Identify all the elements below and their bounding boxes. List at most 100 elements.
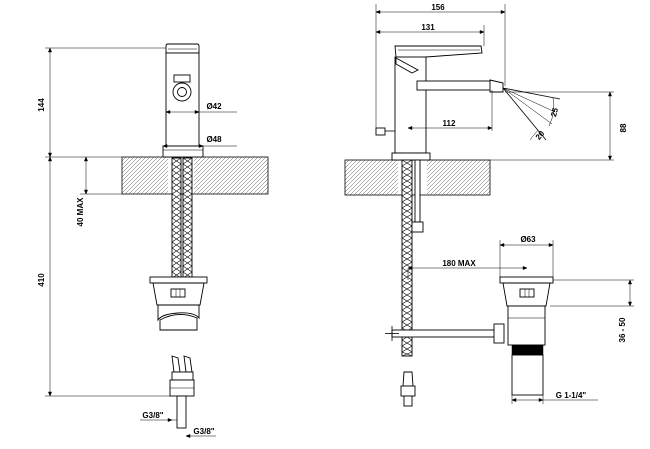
arrowhead xyxy=(48,156,52,162)
braid-line xyxy=(171,223,182,231)
hatch-line xyxy=(260,186,269,195)
braid-line xyxy=(401,171,413,179)
arrowhead xyxy=(628,279,632,285)
braid-line xyxy=(182,187,193,195)
waste-slot xyxy=(170,288,186,298)
popup-knob xyxy=(375,127,386,136)
side-view: 156 131 25 20 88 112 xyxy=(344,3,634,407)
braid-line xyxy=(171,187,182,195)
hose-outline xyxy=(182,157,193,279)
dimension-144-label: 144 xyxy=(37,98,46,112)
hatch-line xyxy=(357,159,394,196)
hatch-line xyxy=(365,159,402,196)
braid-line xyxy=(171,229,182,237)
braid-line xyxy=(182,217,193,225)
braid-line xyxy=(182,175,193,183)
hatch-line xyxy=(344,159,366,181)
thread-left-label: G3/8" xyxy=(142,411,163,420)
hatch-line xyxy=(121,156,159,194)
hatch-line xyxy=(425,159,462,196)
braid-line xyxy=(401,189,413,197)
braid-line xyxy=(401,183,413,191)
braid-line xyxy=(401,261,413,269)
hatch-line xyxy=(121,156,151,186)
arrowhead xyxy=(375,10,381,14)
hose-outline xyxy=(401,159,413,357)
base-flange-front xyxy=(162,145,204,158)
arrowhead xyxy=(407,266,413,270)
braided-hose-side xyxy=(401,159,413,357)
hatch-line xyxy=(344,159,362,177)
waste-thread-band xyxy=(511,344,544,356)
braid-line xyxy=(171,157,182,165)
dimension-36-50-label: 36 - 50 xyxy=(618,317,627,342)
braid-line xyxy=(401,297,413,305)
braid-line xyxy=(171,265,182,273)
braid-line xyxy=(401,279,413,287)
braid-line xyxy=(182,205,193,213)
dimension-156-label: 156 xyxy=(431,3,445,12)
hatch-line xyxy=(240,166,269,195)
arrowhead xyxy=(608,155,612,161)
front-view: 144 410 40 MAX Ø42 Ø48 xyxy=(37,43,269,438)
waste-tail-front xyxy=(159,314,198,331)
hatch-line xyxy=(461,166,491,196)
hatch-line xyxy=(457,162,491,196)
arrowhead xyxy=(608,91,612,97)
connector-nut xyxy=(400,385,416,397)
braid-line xyxy=(401,351,413,357)
hatch-line xyxy=(429,159,466,196)
hatch-line xyxy=(349,159,386,196)
hatch-line xyxy=(344,159,350,165)
hatch-line xyxy=(196,156,235,195)
braid-line xyxy=(171,259,182,267)
braid-line xyxy=(401,237,413,245)
dimension-40max-label: 40 MAX xyxy=(76,197,85,227)
braided-hoses-front xyxy=(171,157,193,279)
lift-rod xyxy=(391,329,501,338)
angle-25-label: 25 xyxy=(549,106,560,117)
hatch-line xyxy=(121,156,127,162)
hatch-line xyxy=(121,156,139,174)
arrowhead xyxy=(487,126,493,130)
braid-line xyxy=(401,201,413,209)
dimension-410-label: 410 xyxy=(37,273,46,287)
connector-sleeve xyxy=(171,371,194,381)
braid-line xyxy=(171,169,182,177)
hatch-line xyxy=(421,159,458,196)
braid-line xyxy=(401,345,413,353)
braid-line xyxy=(401,255,413,263)
hatch-line xyxy=(121,156,147,182)
braid-line xyxy=(182,199,193,207)
braid-line xyxy=(401,291,413,299)
hatch-line xyxy=(192,156,231,195)
hatch-line xyxy=(445,159,482,196)
spout-side xyxy=(416,80,493,91)
braid-line xyxy=(171,253,182,261)
lever-handle-side xyxy=(394,45,483,59)
waste-neck-front xyxy=(157,304,200,322)
connector-stub xyxy=(403,395,413,407)
braid-line xyxy=(401,219,413,227)
arrowhead xyxy=(162,144,168,148)
spout-outlet-inner xyxy=(177,87,187,97)
braid-line xyxy=(401,207,413,215)
hatch-line xyxy=(453,159,490,196)
braid-line xyxy=(401,285,413,293)
hatch-line xyxy=(344,159,354,169)
waste-flange-side xyxy=(499,276,554,284)
popup-rod xyxy=(414,159,421,223)
arrowhead xyxy=(479,30,485,34)
braid-line xyxy=(401,273,413,281)
arrowhead xyxy=(167,418,173,422)
arrowhead xyxy=(165,110,171,114)
deck-section-side xyxy=(344,159,491,196)
braid-line xyxy=(401,303,413,311)
braid-line xyxy=(182,229,193,237)
braid-line xyxy=(401,159,413,167)
hatch-line xyxy=(477,182,491,196)
hatch-line xyxy=(216,156,255,195)
angle-arc-25 xyxy=(548,97,555,127)
